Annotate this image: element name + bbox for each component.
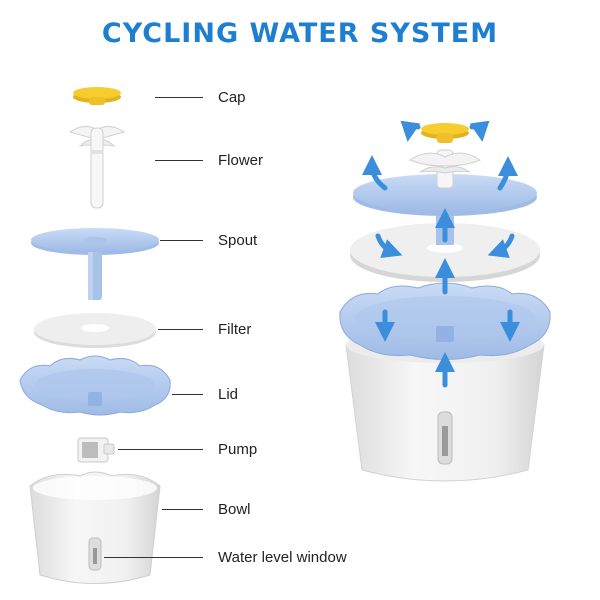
flower-part — [68, 126, 126, 209]
cap-part — [73, 87, 121, 105]
part-label-pump: Pump — [218, 441, 258, 458]
flow-arrow-icon — [362, 120, 520, 388]
leader-line-flower — [155, 160, 203, 161]
assembled-flower — [408, 149, 482, 189]
part-label-lid: Lid — [218, 386, 239, 403]
pump-part — [77, 437, 115, 463]
lid-part — [19, 355, 171, 416]
part-label-spout: Spout — [218, 232, 258, 249]
leader-line-spout — [160, 240, 203, 241]
filter-part — [34, 313, 156, 348]
spout-part — [31, 228, 159, 300]
assembled-spout — [353, 174, 537, 245]
leader-line-bowl — [162, 509, 203, 510]
part-label-bowl: Bowl — [218, 501, 251, 518]
leader-line-lid — [172, 394, 203, 395]
bowl-part — [29, 471, 161, 584]
leader-line-filter — [158, 329, 203, 330]
leader-line-cap — [155, 97, 203, 98]
leader-line-pump — [118, 449, 203, 450]
part-label-filter: Filter — [218, 321, 252, 338]
leader-line-water-level-window — [104, 557, 203, 558]
part-label-cap: Cap — [218, 89, 246, 106]
assembled-cap — [421, 123, 469, 143]
page-title: CYCLING WATER SYSTEM — [101, 18, 499, 49]
part-label-flower: Flower — [218, 152, 264, 169]
part-label-water-level-window: Water level window — [218, 549, 347, 566]
